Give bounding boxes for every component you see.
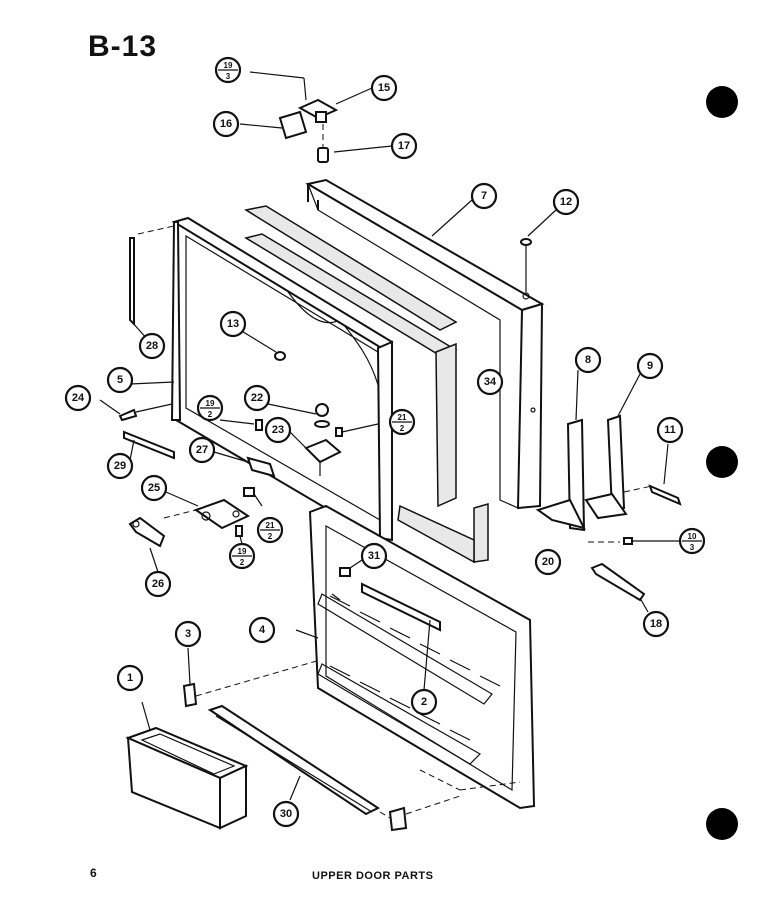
callout-12-label: 12: [560, 196, 572, 208]
callout-28: 28: [138, 332, 166, 360]
fraction-callout-21-2-b: 21 2: [256, 516, 284, 544]
page-title: B-13: [88, 30, 158, 63]
fraction-19-2-b-bottom: 2: [240, 558, 245, 567]
fraction-callout-10-3: 10 3: [678, 527, 706, 555]
callout-16: 16: [212, 110, 240, 138]
fraction-21-2-b-bottom: 2: [268, 532, 273, 541]
callout-20-label: 20: [542, 556, 554, 568]
callout-20: 20: [534, 548, 562, 576]
callout-23-label: 23: [272, 424, 284, 436]
callout-34-label: 34: [484, 376, 497, 388]
callout-5-label: 5: [117, 374, 123, 386]
callout-11: 11: [656, 416, 684, 444]
callout-25: 25: [140, 474, 168, 502]
callout-26-label: 26: [152, 578, 164, 590]
fraction-callout-21-2-a: 21 2: [388, 408, 416, 436]
fraction-19-2-b-top: 19: [238, 547, 247, 556]
callout-8: 8: [574, 346, 602, 374]
callout-9: 9: [636, 352, 664, 380]
fraction-19-2-a-bottom: 2: [208, 410, 213, 419]
callout-17: 17: [390, 132, 418, 160]
callout-3: 3: [174, 620, 202, 648]
fraction-19-3-bottom: 3: [226, 72, 231, 81]
fraction-callout-19-2-a: 19 2: [196, 394, 224, 422]
callout-31-label: 31: [368, 550, 380, 562]
fraction-10-3-bottom: 3: [690, 543, 695, 552]
callout-1: 1: [116, 664, 144, 692]
fraction-10-3-top: 10: [688, 532, 697, 541]
callout-15-label: 15: [378, 82, 390, 94]
callout-1-label: 1: [127, 672, 133, 684]
callout-23: 23: [264, 416, 292, 444]
fraction-21-2-a-bottom: 2: [400, 424, 405, 433]
callout-29: 29: [106, 452, 134, 480]
callout-4: 4: [248, 616, 276, 644]
fraction-19-2-a-top: 19: [206, 399, 215, 408]
callout-30-label: 30: [280, 808, 292, 820]
callout-2: 2: [410, 688, 438, 716]
callout-25-label: 25: [148, 482, 160, 494]
callout-12: 12: [552, 188, 580, 216]
callout-28-label: 28: [146, 340, 158, 352]
callout-3-label: 3: [185, 628, 191, 640]
callout-24-label: 24: [72, 392, 85, 404]
callout-29-label: 29: [114, 460, 126, 472]
callout-34: 34: [476, 368, 504, 396]
foam-insulation: [243, 205, 489, 564]
right-brackets: [535, 369, 682, 613]
callout-26: 26: [144, 570, 172, 598]
punch-hole-top: [706, 86, 738, 118]
callout-13: 13: [219, 310, 247, 338]
callout-18: 18: [642, 610, 670, 638]
callout-7-label: 7: [481, 190, 487, 202]
callout-27-label: 27: [196, 444, 208, 456]
callout-22-label: 22: [251, 392, 263, 404]
fraction-callout-19-2-b: 19 2: [228, 542, 256, 570]
center-hinge-hardware: [99, 329, 379, 478]
fraction-21-2-b-top: 21: [266, 521, 275, 530]
callout-31: 31: [360, 542, 388, 570]
fraction-19-3-top: 19: [224, 61, 233, 70]
fraction-21-2-a-top: 21: [398, 413, 407, 422]
punch-hole-bottom: [706, 808, 738, 840]
callout-13-label: 13: [227, 318, 239, 330]
door-gasket-frame: [129, 216, 394, 542]
callout-11-label: 11: [664, 424, 676, 436]
page-number: 6: [90, 866, 97, 880]
callout-9-label: 9: [647, 360, 653, 372]
callout-22: 22: [243, 384, 271, 412]
callout-2-label: 2: [421, 696, 427, 708]
callout-24: 24: [64, 384, 92, 412]
callout-27: 27: [188, 436, 216, 464]
callout-18-label: 18: [650, 618, 662, 630]
lower-bin-and-rail: [125, 647, 461, 832]
callout-16-label: 16: [220, 118, 232, 130]
callout-5: 5: [106, 366, 134, 394]
callout-30: 30: [272, 800, 300, 828]
punch-hole-middle: [706, 446, 738, 478]
top-hinge-assembly: [239, 71, 393, 163]
lower-hinge-parts: [128, 487, 263, 573]
diagram-caption: UPPER DOOR PARTS: [312, 870, 434, 882]
callout-4-label: 4: [259, 624, 266, 636]
callout-8-label: 8: [585, 354, 591, 366]
callout-15: 15: [370, 74, 398, 102]
fraction-callout-19-3: 19 3: [214, 56, 242, 84]
outer-door-panel: [305, 178, 557, 510]
door-liner: [295, 504, 536, 810]
callout-7: 7: [470, 182, 498, 210]
callout-17-label: 17: [398, 140, 410, 152]
